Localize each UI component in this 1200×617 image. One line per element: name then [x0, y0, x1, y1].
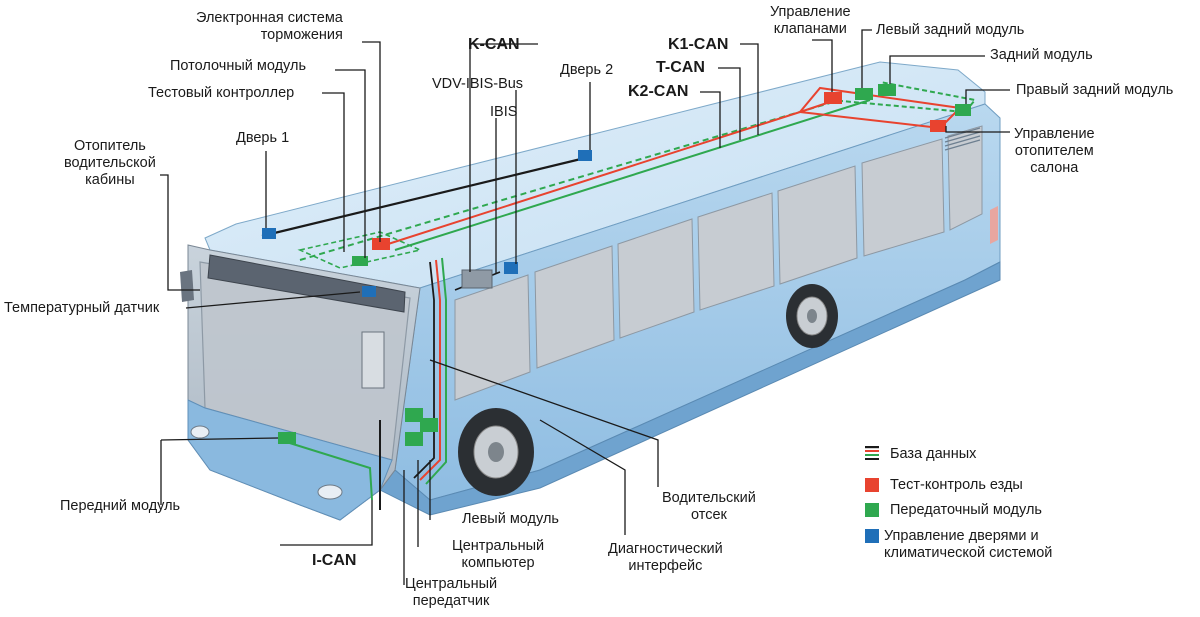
door1-module: [262, 228, 276, 239]
label-central-computer: Центральный компьютер: [452, 538, 545, 571]
label-door2: Дверь 2: [560, 62, 614, 78]
label-front-module: Передний модуль: [60, 498, 181, 514]
label-salon-heater-control: Управление отопителем салона: [1014, 126, 1095, 176]
rear-green-loop: [829, 81, 977, 114]
label-vdv-ibis-bus: VDV-IBIS-Bus: [432, 76, 524, 92]
label-brake-system: Электронная система торможения: [196, 10, 343, 43]
leader-lines: [160, 29, 1010, 585]
ceiling-module: [352, 256, 368, 266]
label-ceiling-module: Потолочный модуль: [170, 58, 306, 74]
label-door1: Дверь 1: [236, 130, 290, 146]
label-driver-compartment: Водительский отсек: [662, 490, 756, 523]
front-wheel: [458, 408, 534, 496]
label-k2-can: K2-CAN: [628, 83, 689, 100]
left-module-box: [405, 408, 423, 422]
valve-module: [824, 92, 842, 104]
label-rear-module: Задний модуль: [990, 47, 1093, 63]
label-ibis: IBIS: [490, 104, 518, 120]
i-can-line: [279, 439, 373, 501]
door2-module: [578, 150, 592, 161]
rear-wheel: [786, 284, 838, 348]
legend-test-control: Тест-контроль езды: [890, 477, 1023, 493]
brake-module: [372, 238, 390, 250]
central-transmitter-box: [405, 432, 423, 446]
label-driver-heater: Отопитель водительской кабины: [64, 138, 156, 188]
rear-module-box: [878, 84, 896, 96]
label-t-can: T-CAN: [656, 59, 705, 76]
dash-unit: [361, 331, 385, 389]
headlight-left: [190, 425, 210, 439]
driver-vent: [461, 269, 493, 289]
label-right-rear-module: Правый задний модуль: [1016, 82, 1174, 98]
headlight-right: [317, 484, 343, 500]
label-i-can: I-CAN: [312, 552, 357, 569]
temp-sensor-module: [362, 286, 376, 297]
label-k1-can: K1-CAN: [668, 36, 729, 53]
label-left-rear-module: Левый задний модуль: [876, 22, 1025, 38]
pillar-black: [413, 261, 435, 479]
salon-heater-module: [930, 120, 946, 132]
label-temp-sensor: Температурный датчик: [4, 300, 160, 316]
label-valve-control: Управление клапанами: [770, 4, 851, 37]
front-module: [278, 432, 296, 444]
left-rear-module-box: [855, 88, 873, 100]
rear-light: [990, 206, 998, 244]
k2-can-line: [394, 99, 871, 251]
right-rear-module-box: [955, 104, 971, 116]
k1-can-line: [299, 99, 841, 261]
central-computer-box: [420, 418, 438, 432]
destination-display: [207, 254, 406, 313]
legend-swatches: [865, 446, 879, 543]
label-k-can: K-CAN: [468, 36, 520, 53]
k-can-line: [261, 156, 586, 238]
legend-door-climate: Управление дверями и климатической систе…: [884, 528, 1053, 561]
legend-transfer-module: Передаточный модуль: [890, 502, 1042, 518]
ibis-module: [504, 262, 518, 274]
mirror: [180, 270, 194, 302]
label-diagnostic-interface: Диагностический интерфейс: [608, 541, 723, 574]
label-central-transmitter: Центральный передатчик: [405, 576, 498, 609]
side-windows: [454, 125, 983, 401]
label-test-controller: Тестовый контроллер: [148, 85, 295, 101]
legend-data-bus: База данных: [890, 446, 977, 462]
pillar-green: [425, 257, 447, 485]
rear-vent: [944, 127, 981, 151]
label-left-module: Левый модуль: [462, 511, 559, 527]
